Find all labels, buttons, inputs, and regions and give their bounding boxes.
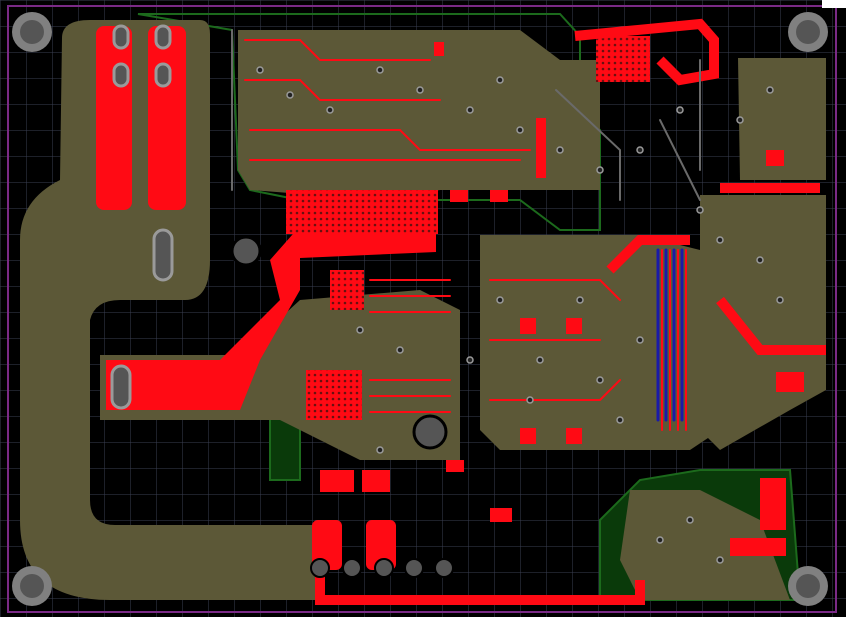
- connector-pad-left-a[interactable]: [96, 26, 132, 210]
- sense-pad-right-2[interactable]: [730, 538, 786, 556]
- bottom-power-trace[interactable]: [315, 560, 645, 605]
- via-7[interactable]: [516, 126, 524, 134]
- fet-array-top[interactable]: [286, 190, 438, 234]
- sense-pad-right[interactable]: [760, 478, 786, 530]
- via-23[interactable]: [466, 356, 474, 364]
- via-14[interactable]: [756, 256, 764, 264]
- via-4[interactable]: [416, 86, 424, 94]
- via-10[interactable]: [636, 146, 644, 154]
- via-30[interactable]: [736, 116, 744, 124]
- mount-hole-top-right[interactable]: [788, 12, 828, 52]
- via-0[interactable]: [256, 66, 264, 74]
- inductor-hole-a[interactable]: [230, 235, 262, 267]
- via-11[interactable]: [676, 106, 684, 114]
- ic-pad-1[interactable]: [520, 318, 536, 334]
- via-17[interactable]: [536, 356, 544, 364]
- signal-traces[interactable]: [231, 29, 701, 431]
- cap-pad-a[interactable]: [450, 190, 468, 202]
- trace-group-top[interactable]: [244, 39, 531, 161]
- slot-hole-2[interactable]: [112, 62, 130, 88]
- via-5[interactable]: [466, 106, 474, 114]
- via-8[interactable]: [556, 146, 564, 154]
- slot-hole-6[interactable]: [110, 364, 132, 410]
- mount-hole-bottom-left[interactable]: [12, 566, 52, 606]
- top-center-pour[interactable]: [238, 30, 600, 200]
- bottom-pin-2[interactable]: [342, 558, 362, 578]
- slot-hole-5[interactable]: [152, 228, 174, 282]
- trace-group-gray[interactable]: [231, 29, 701, 201]
- high-current-trace[interactable]: [106, 226, 436, 410]
- signal-pad-a[interactable]: [536, 118, 546, 178]
- via-19[interactable]: [596, 376, 604, 384]
- via-25[interactable]: [396, 346, 404, 354]
- right-side-trace[interactable]: [606, 183, 826, 355]
- via-26[interactable]: [376, 446, 384, 454]
- via-field-top-right[interactable]: [596, 36, 650, 82]
- mount-hole-top-left[interactable]: [12, 12, 52, 52]
- cap-pad-c[interactable]: [446, 460, 464, 472]
- bottom-pin-5[interactable]: [434, 558, 454, 578]
- right-pour-upper[interactable]: [738, 58, 826, 180]
- power-pour-left[interactable]: [20, 20, 320, 600]
- cap-pad-d[interactable]: [490, 508, 512, 522]
- via-20[interactable]: [616, 416, 624, 424]
- top-right-loop-trace[interactable]: [574, 18, 719, 86]
- via-layer[interactable]: [256, 66, 784, 564]
- via-6[interactable]: [496, 76, 504, 84]
- bottom-pin-3[interactable]: [374, 558, 394, 578]
- window-corner: [822, 0, 846, 8]
- inductor-hole-b[interactable]: [412, 414, 448, 450]
- bottom-right-pour[interactable]: [620, 490, 790, 600]
- cap-pad-b[interactable]: [490, 190, 508, 202]
- bus-traces-red[interactable]: [661, 249, 687, 431]
- connector-slots[interactable]: [110, 24, 174, 410]
- resistor-pad-array-2[interactable]: [362, 470, 390, 492]
- via-29[interactable]: [656, 536, 664, 544]
- central-ground-pour[interactable]: [480, 235, 720, 450]
- slot-hole-1[interactable]: [112, 24, 130, 50]
- signal-pad-b[interactable]: [434, 42, 444, 56]
- ic-pad-2[interactable]: [566, 318, 582, 334]
- via-16[interactable]: [496, 296, 504, 304]
- via-27[interactable]: [686, 516, 694, 524]
- mosfet-pad-right[interactable]: [766, 150, 784, 166]
- board-outline[interactable]: [7, 5, 837, 613]
- via-field-lower[interactable]: [306, 370, 362, 420]
- bus-traces-blue[interactable]: [656, 248, 684, 422]
- power-pour-lower[interactable]: [100, 290, 460, 460]
- slot-hole-4[interactable]: [154, 62, 172, 88]
- large-through-holes[interactable]: [230, 235, 454, 578]
- ic-pad-4[interactable]: [566, 428, 582, 444]
- via-9[interactable]: [596, 166, 604, 174]
- via-13[interactable]: [716, 236, 724, 244]
- connector-pad-left-b[interactable]: [148, 26, 186, 210]
- via-15[interactable]: [776, 296, 784, 304]
- via-1[interactable]: [286, 91, 294, 99]
- bottom-connector-pad-2[interactable]: [366, 520, 396, 570]
- via-24[interactable]: [356, 326, 364, 334]
- via-12[interactable]: [696, 206, 704, 214]
- regulator-pad[interactable]: [776, 372, 804, 392]
- via-31[interactable]: [766, 86, 774, 94]
- bottom-connector-pad-1[interactable]: [312, 520, 342, 570]
- via-22[interactable]: [526, 396, 534, 404]
- bottom-pin-1[interactable]: [310, 558, 330, 578]
- ic-pad-3[interactable]: [520, 428, 536, 444]
- via-28[interactable]: [716, 556, 724, 564]
- mount-hole-bottom-right[interactable]: [788, 566, 828, 606]
- via-3[interactable]: [376, 66, 384, 74]
- slot-hole-3[interactable]: [154, 24, 172, 50]
- via-field-upper[interactable]: [330, 270, 364, 310]
- via-21[interactable]: [636, 336, 644, 344]
- bottom-pin-4[interactable]: [404, 558, 424, 578]
- via-2[interactable]: [326, 106, 334, 114]
- mounting-holes[interactable]: [12, 12, 828, 606]
- trace-group-center[interactable]: [369, 279, 451, 413]
- via-18[interactable]: [576, 296, 584, 304]
- resistor-pad-array-1[interactable]: [320, 470, 354, 492]
